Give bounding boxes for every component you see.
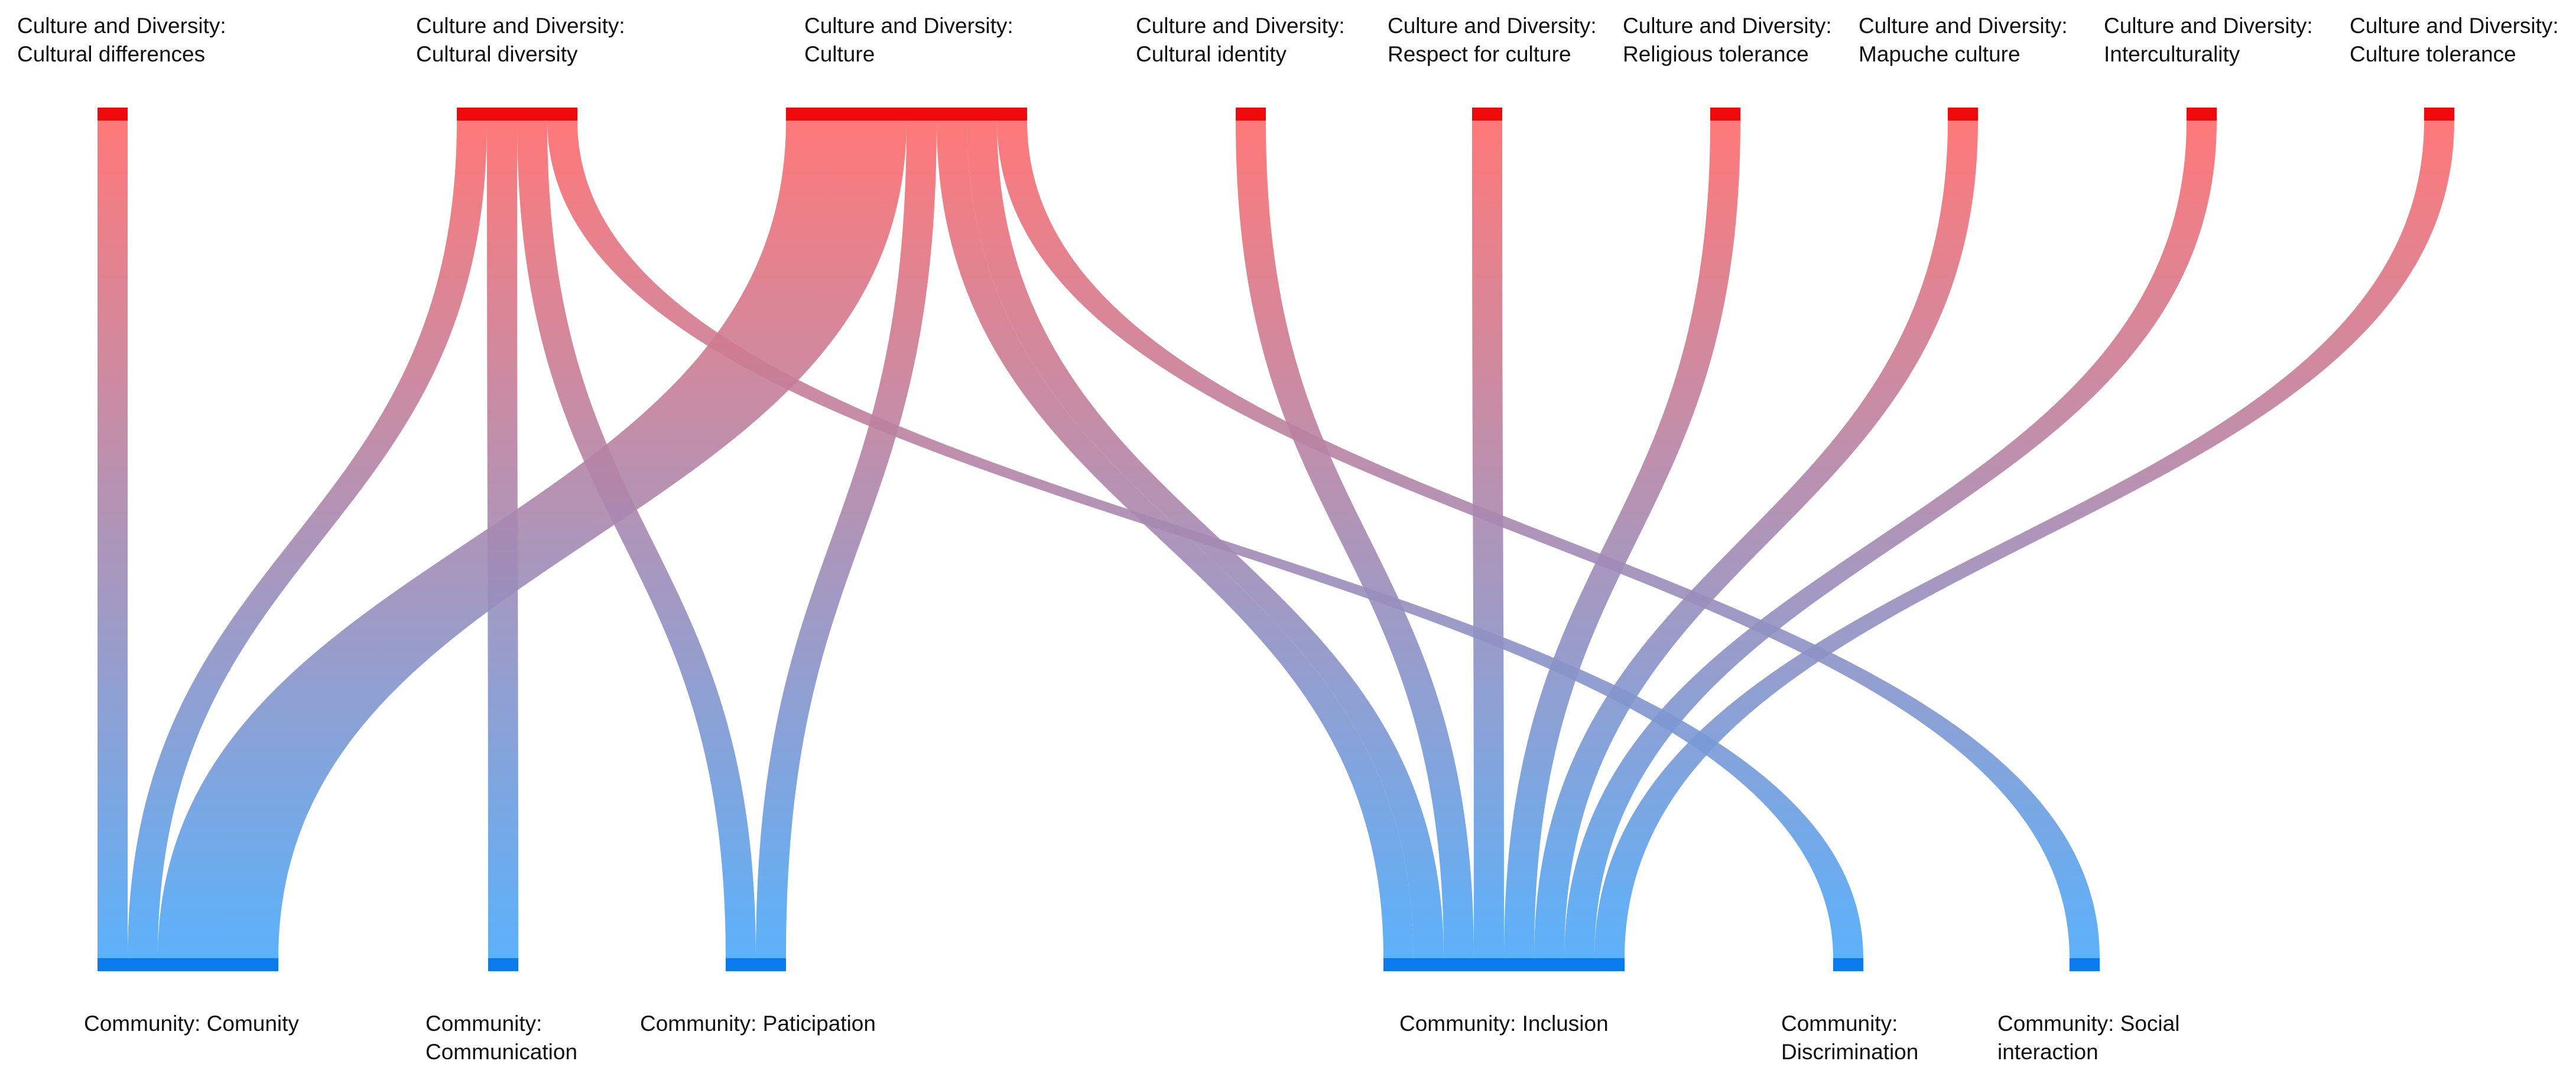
bottom-label-inclusion: Community: Inclusion — [1399, 1011, 1609, 1036]
top-node-interculturality — [2187, 108, 2217, 121]
bottom-label-comunity: Community: Comunity — [84, 1011, 299, 1036]
flow-cultural-diversity-to-paticipation — [517, 121, 756, 958]
top-label-culture: Culture and Diversity: Culture — [804, 14, 1013, 66]
top-label-interculturality: Culture and Diversity: Interculturality — [2104, 14, 2313, 66]
top-node-culture-tolerance — [2424, 108, 2454, 121]
top-node-mapuche-culture — [1948, 108, 1978, 121]
top-node-culture — [786, 108, 1027, 121]
flow-culture-to-social-interaction — [997, 121, 2100, 958]
flow-culture-tolerance-to-inclusion — [1594, 121, 2454, 958]
top-label-religious-tolerance: Culture and Diversity: Religious toleran… — [1623, 14, 1832, 66]
top-node-cultural-diversity — [457, 108, 577, 121]
top-label-mapuche-culture: Culture and Diversity: Mapuche culture — [1859, 14, 2068, 66]
top-node-respect-for-culture — [1472, 108, 1502, 121]
top-node-cultural-identity — [1236, 108, 1266, 121]
top-node-cultural-differences — [98, 108, 128, 121]
flow-culture-to-inclusion — [937, 121, 1414, 958]
bottom-node-inclusion — [1383, 958, 1625, 971]
bottom-label-paticipation: Community: Paticipation — [640, 1011, 876, 1036]
flow-mapuche-culture-to-inclusion — [1534, 121, 1978, 958]
bottom-node-communication — [488, 958, 518, 971]
top-node-religious-tolerance — [1710, 108, 1740, 121]
flow-interculturality-to-inclusion — [1564, 121, 2217, 958]
top-label-cultural-differences: Culture and Diversity: Cultural differen… — [17, 14, 226, 66]
bottom-node-discrimination — [1833, 958, 1863, 971]
bottom-node-comunity — [98, 958, 278, 971]
flow-culture-to-inclusion — [967, 121, 1444, 958]
bottom-label-communication: Community: Communication — [425, 1011, 578, 1064]
flow-cultural-diversity-to-comunity — [128, 121, 487, 958]
flow-respect-for-culture-to-inclusion — [1472, 121, 1504, 958]
top-label-culture-tolerance: Culture and Diversity: Culture tolerance — [2350, 14, 2559, 66]
flow-cultural-differences-to-comunity — [98, 121, 128, 958]
flow-culture-to-comunity — [158, 121, 907, 958]
top-label-cultural-diversity: Culture and Diversity: Cultural diversit… — [416, 14, 625, 66]
bottom-node-social-interaction — [2070, 958, 2100, 971]
flows-layer — [98, 121, 2454, 958]
flow-culture-to-paticipation — [756, 121, 937, 958]
bottom-label-social-interaction: Community: Social interaction — [1997, 1011, 2180, 1064]
bottom-node-paticipation — [726, 958, 786, 971]
flow-cultural-identity-to-inclusion — [1236, 121, 1474, 958]
flow-religious-tolerance-to-inclusion — [1504, 121, 1740, 958]
bottom-label-discrimination: Community: Discrimination — [1781, 1011, 1919, 1064]
top-label-cultural-identity: Culture and Diversity: Cultural identity — [1136, 14, 1345, 66]
nodes-layer — [98, 108, 2454, 971]
top-label-respect-for-culture: Culture and Diversity: Respect for cultu… — [1388, 14, 1597, 66]
